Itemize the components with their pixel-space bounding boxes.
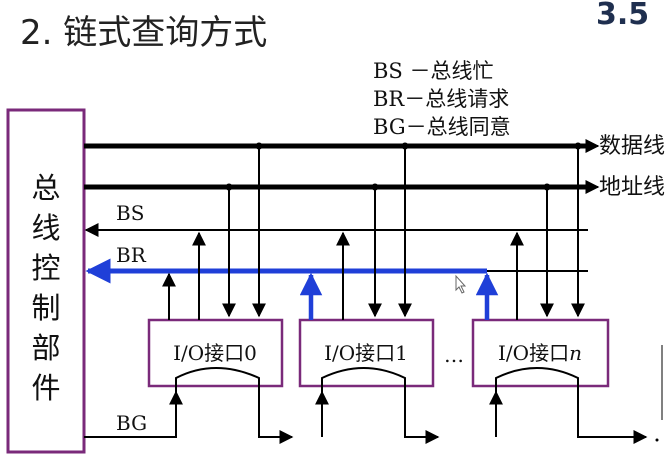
io-interface-1-label: I/O接口1 — [324, 341, 408, 365]
io-interface-n-connections — [475, 142, 585, 320]
io-interface-0-label: I/O接口0 — [173, 341, 257, 365]
io-interface-0-connections — [162, 142, 266, 320]
controller-char: 制 — [31, 291, 60, 325]
legend-bg: BG－总线同意 — [373, 115, 511, 139]
controller-char: 线 — [31, 211, 60, 245]
io-interface-n-label: I/O接口n — [498, 341, 582, 365]
data-bus-label: 数据线 — [599, 134, 665, 159]
bg-chain-1-pass — [321, 367, 440, 444]
legend-bs: BS －总线忙 — [373, 59, 494, 83]
bg-label: BG — [116, 411, 147, 435]
bs-label: BS — [116, 201, 144, 225]
ellipsis: … — [444, 343, 464, 367]
page-title: 2. 链式查询方式 — [20, 13, 267, 53]
io-interface-n-box — [471, 318, 610, 388]
io-interface-1-connections — [299, 142, 412, 320]
controller-char: 控 — [31, 251, 60, 285]
bus-controller-box — [6, 108, 86, 454]
bg-chain-0-pass — [175, 367, 294, 444]
io-interface-0-box — [147, 318, 284, 388]
address-bus-label: 地址线 — [599, 175, 665, 200]
mouse-cursor-icon — [455, 274, 467, 294]
controller-char: 总 — [31, 171, 60, 205]
br-label: BR — [116, 243, 147, 267]
legend-br: BR－总线请求 — [373, 87, 509, 111]
bg-chain-in — [84, 390, 183, 438]
bg-chain-n-pass — [495, 367, 648, 444]
io-interface-1-box — [298, 318, 435, 388]
bus-controller-label: 总 线 控 制 部 件 — [31, 171, 60, 405]
controller-char: 件 — [31, 371, 60, 405]
bg-chain — [84, 367, 659, 444]
section-number: 3.5 — [596, 0, 649, 32]
controller-char: 部 — [31, 331, 60, 365]
